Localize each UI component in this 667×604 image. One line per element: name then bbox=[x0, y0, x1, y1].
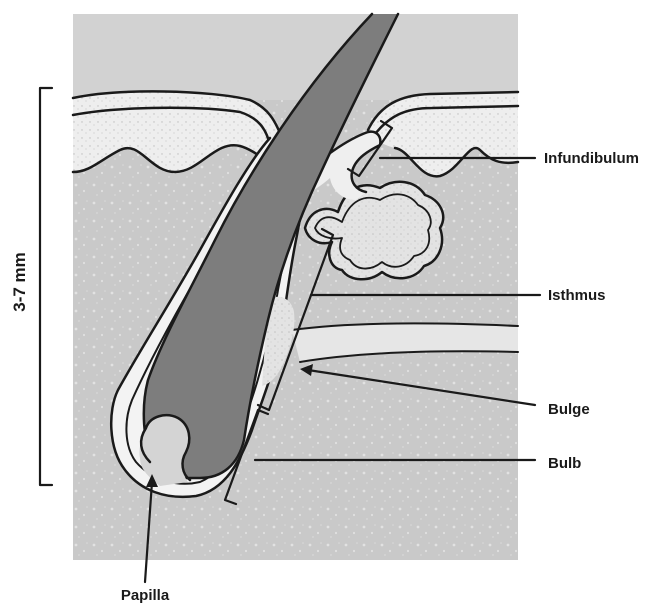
bulge-label: Bulge bbox=[548, 401, 590, 418]
bulb-label: Bulb bbox=[548, 455, 581, 472]
infundibulum-label: Infundibulum bbox=[544, 150, 639, 167]
papilla-label: Papilla bbox=[121, 587, 170, 604]
scale-label: 3-7 mm bbox=[10, 252, 29, 312]
scale-bracket bbox=[40, 88, 52, 485]
air-region bbox=[73, 14, 518, 100]
isthmus-label: Isthmus bbox=[548, 287, 606, 304]
